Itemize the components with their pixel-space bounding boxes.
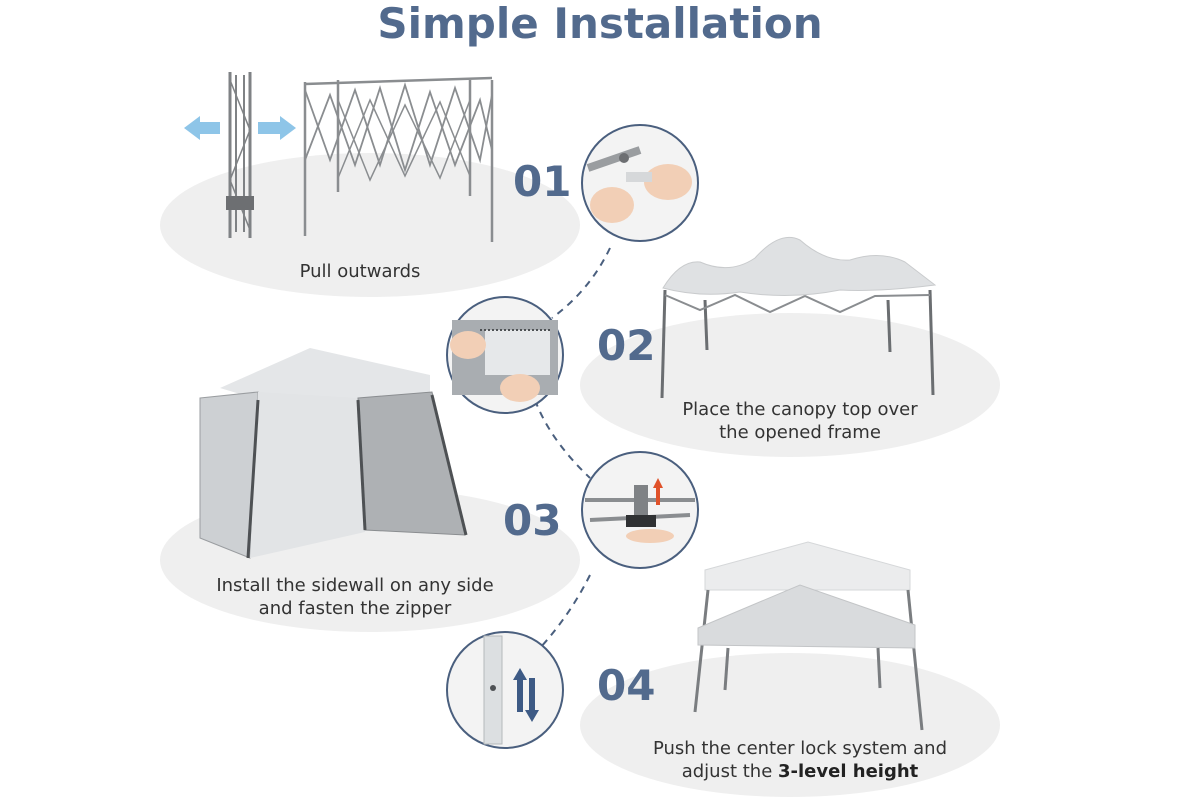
detail-circle-center-lock (581, 451, 699, 569)
tent-with-sidewall-illustration (199, 348, 468, 559)
step-number-03: 03 (503, 496, 562, 545)
step-number-01: 01 (513, 157, 572, 206)
expanded-frame-illustration (303, 76, 494, 242)
pull-outwards-arrows (184, 116, 296, 140)
step4-caption-line2-prefix: adjust the (681, 761, 779, 782)
step1-caption-line1: Pull outwards (299, 261, 421, 282)
step2-caption-line2: the opened frame (719, 422, 881, 443)
step3-caption-line1: Install the sidewall on any side (216, 575, 494, 596)
folded-frame-illustration (226, 72, 254, 238)
step3-caption: Install the sidewall on any side and fas… (185, 574, 525, 620)
adjustable-height-canopy-illustration (693, 541, 924, 731)
step1-caption: Pull outwards (230, 260, 490, 283)
step4-backdrop (580, 653, 1000, 797)
step3-caption-line2: and fasten the zipper (258, 598, 452, 619)
page-title: Simple Installation (377, 0, 823, 48)
step2-caption: Place the canopy top over the opened fra… (640, 398, 960, 444)
step4-caption: Push the center lock system and adjust t… (610, 737, 990, 783)
step4-caption-line2-bold: 3-level height (778, 761, 919, 782)
step1-backdrop (160, 153, 580, 297)
step4-caption-line1: Push the center lock system and (652, 738, 948, 759)
step4-caption-line2: adjust the 3-level height (610, 760, 990, 783)
step-number-02: 02 (597, 321, 656, 370)
detail-circle-zipper (446, 296, 564, 414)
step2-backdrop (580, 313, 1000, 457)
dashed-connector (534, 247, 611, 649)
step2-caption-line1: Place the canopy top over (682, 399, 918, 420)
canopy-on-frame-illustration (660, 236, 937, 399)
detail-circle-corner-attach (581, 124, 699, 242)
detail-circle-height-leg (446, 631, 564, 749)
step-number-04: 04 (597, 661, 656, 710)
